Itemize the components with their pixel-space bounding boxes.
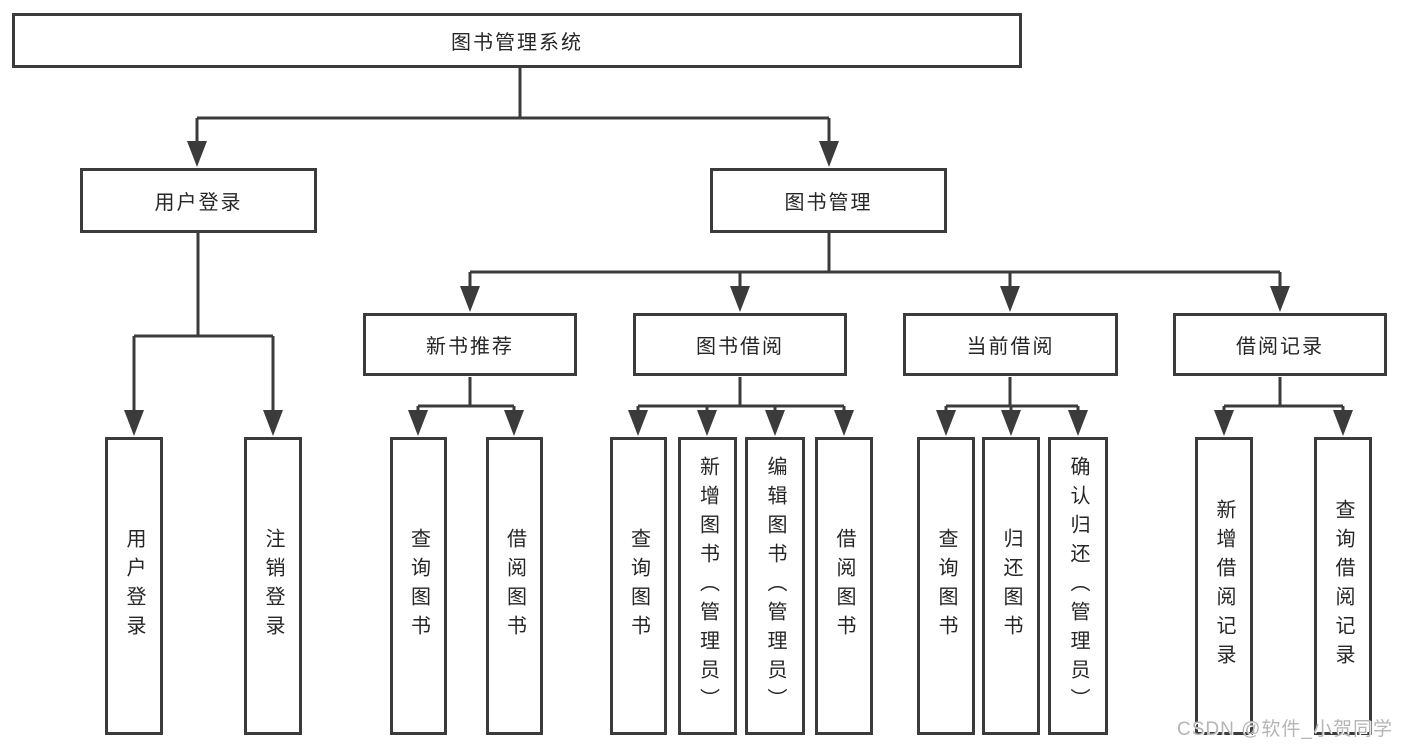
node-new-book-recommendation: 新书推荐	[363, 313, 577, 376]
node-label: 确认归还（管理员）	[1067, 455, 1089, 717]
node-label: 借阅记录	[1236, 336, 1324, 358]
node-label: 用户登录	[154, 192, 243, 214]
node-user-login: 用户登录	[80, 168, 317, 233]
node-label: 图书管理	[784, 192, 873, 214]
node-label: 查询图书	[407, 528, 430, 644]
node-label: 编辑图书（管理员）	[764, 455, 786, 717]
node-add-borrow-record: 新增借阅记录	[1195, 437, 1253, 735]
node-borrowing-records: 借阅记录	[1173, 313, 1387, 376]
node-book-borrowing: 图书借阅	[633, 313, 847, 376]
node-borrow-books-leaf: 借阅图书	[815, 437, 873, 735]
node-label: 查询图书	[627, 528, 650, 644]
watermark: CSDN @软件_小贺同学	[1177, 719, 1393, 740]
node-book-management: 图书管理	[710, 168, 947, 233]
node-label: 注销登录	[262, 528, 284, 644]
node-label: 新增借阅记录	[1213, 499, 1235, 673]
node-label: 归还图书	[1000, 528, 1022, 644]
node-query-borrow-record: 查询借阅记录	[1314, 437, 1372, 735]
node-logout: 注销登录	[244, 437, 302, 735]
node-label: 借阅图书	[503, 528, 526, 644]
node-label: 图书管理系统	[451, 32, 583, 54]
node-current-borrowing: 当前借阅	[903, 313, 1118, 376]
node-user-login-leaf: 用户登录	[105, 437, 163, 735]
node-query-books-current: 查询图书	[917, 437, 975, 735]
node-library-management-system: 图书管理系统	[12, 13, 1022, 68]
node-label: 新增图书（管理员）	[696, 455, 719, 717]
node-label: 借阅图书	[833, 528, 855, 644]
node-query-books-recommend: 查询图书	[390, 437, 447, 735]
node-label: 新书推荐	[426, 336, 514, 358]
node-label: 用户登录	[123, 528, 145, 644]
arrow-down-icons	[124, 141, 1353, 436]
node-label: 当前借阅	[966, 336, 1055, 358]
node-borrow-books-recommend: 借阅图书	[486, 437, 543, 735]
node-edit-book-admin: 编辑图书（管理员）	[745, 437, 805, 735]
node-return-books: 归还图书	[982, 437, 1040, 735]
node-query-books-borrowing: 查询图书	[610, 437, 667, 735]
node-confirm-return-admin: 确认归还（管理员）	[1048, 437, 1108, 735]
node-label: 查询图书	[935, 528, 957, 644]
node-label: 图书借阅	[696, 336, 784, 358]
node-label: 查询借阅记录	[1332, 499, 1354, 673]
node-add-book-admin: 新增图书（管理员）	[678, 437, 737, 735]
